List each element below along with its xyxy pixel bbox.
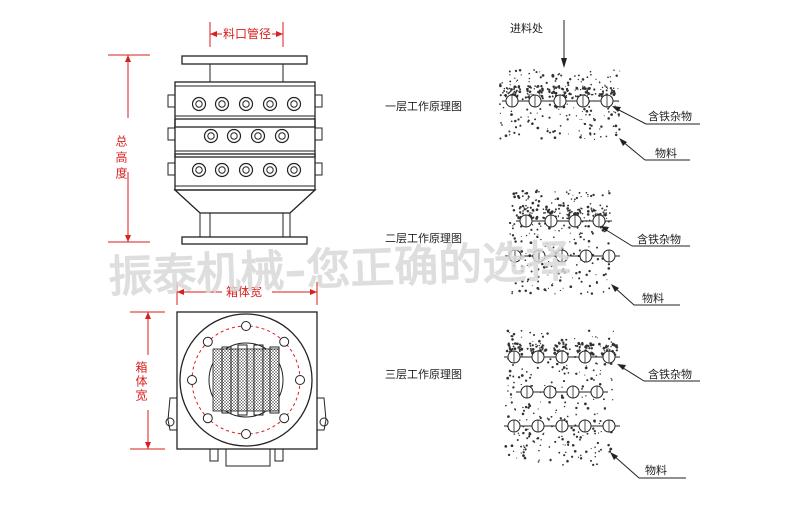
magnet-rod-end (262, 96, 278, 112)
magnet-rod-end (226, 128, 242, 144)
bolt-hole (241, 429, 251, 439)
front-view: 料口管径 (108, 22, 323, 245)
magnet-rod-end (274, 128, 290, 144)
layer1-material-label: 物料 (655, 146, 677, 160)
pipe-diameter-dimension: 料口管径 (209, 22, 284, 47)
bolt-hole (241, 321, 251, 331)
magnet-rod-end (262, 162, 278, 178)
box-width-label: 箱体宽 (226, 284, 262, 299)
hopper (173, 189, 317, 214)
front-magnet-rods (191, 96, 302, 178)
layer3-diagram (504, 329, 620, 467)
magnet-rod-end (214, 162, 230, 178)
layer2-title: 二层工作原理图 (385, 232, 462, 245)
inner-bore-circle (208, 342, 284, 418)
bolt-hole (279, 413, 290, 424)
bolt-hole (202, 336, 213, 347)
box-width-side-label: 箱体宽 (134, 360, 148, 403)
magnet-rod-end (238, 162, 254, 178)
layer3-iron-label: 含铁杂物 (648, 367, 692, 381)
top-flange (181, 55, 308, 65)
inlet-arrow (561, 58, 567, 68)
magnet-rod-end (203, 128, 219, 144)
layer1-iron-label: 含铁杂物 (648, 109, 692, 123)
box-width-dimension: 箱体宽 (176, 282, 318, 305)
magnet-rod-end (191, 162, 207, 178)
layer2-iron-label: 含铁杂物 (637, 232, 681, 246)
magnet-rod-end (286, 162, 302, 178)
bolt-hole (187, 375, 197, 385)
bottom-flange (181, 236, 308, 245)
pipe-diameter-label: 料口管径 (223, 26, 271, 41)
box-width-side-dimension: 箱体宽 (130, 311, 165, 450)
layer3-title: 三层工作原理图 (385, 368, 462, 381)
magnet-rod-end (250, 128, 266, 144)
watermark-text: 振泰机械–您正确的选择 (108, 236, 572, 303)
layer3-material-label: 物料 (645, 463, 667, 477)
principle-diagrams: 进料处 一层工作原理图 含铁杂物 物料 二层工作原理图 含铁杂物 物料 三层工作… (385, 20, 700, 479)
magnet-rod-end (238, 96, 254, 112)
layer1-title: 一层工作原理图 (385, 100, 462, 113)
magnet-rod-end (214, 96, 230, 112)
bolt-hole (295, 375, 305, 385)
layer2-diagram (505, 189, 620, 295)
magnet-rod-end (286, 96, 302, 112)
inlet-label: 进料处 (510, 21, 543, 35)
magnet-grid (212, 344, 280, 416)
bolt-holes (187, 321, 305, 439)
magnet-rod-end (191, 96, 207, 112)
layer1-diagram (499, 68, 621, 140)
layer2-material-label: 物料 (642, 291, 664, 305)
total-height-label: 总高度 (114, 135, 128, 183)
outer-flange-circle (179, 313, 313, 447)
bolt-hole (279, 336, 290, 347)
bolt-hole (202, 413, 213, 424)
top-view: 箱体宽 箱体宽 (130, 282, 329, 467)
total-height-dimension: 总高度 (108, 54, 150, 243)
